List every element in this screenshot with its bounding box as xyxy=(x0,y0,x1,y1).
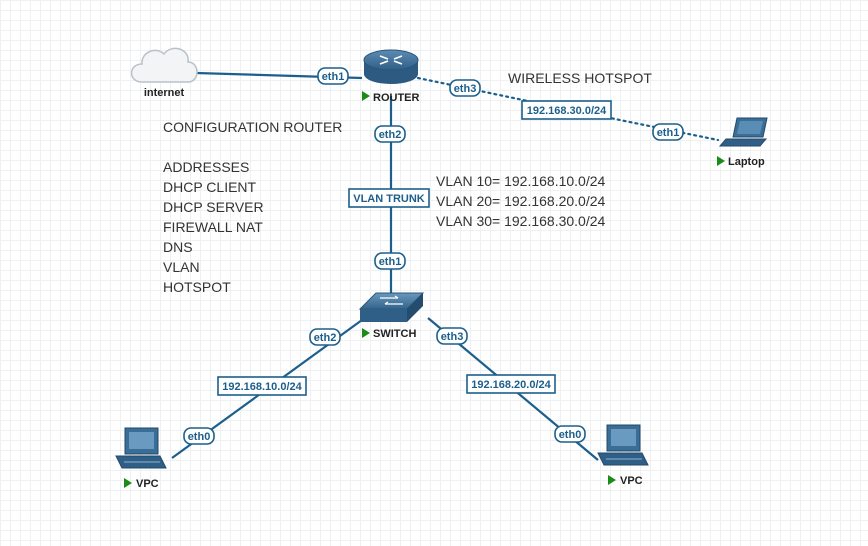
port-switch-eth3[interactable]: eth3 xyxy=(436,327,468,345)
desktop-computer-icon xyxy=(597,424,649,466)
vlan-line: VLAN 10= 192.168.10.0/24 xyxy=(436,173,606,189)
internet-label: internet xyxy=(144,87,185,99)
svg-text:eth2: eth2 xyxy=(379,129,402,141)
hotspot-title: WIRELESS HOTSPOT xyxy=(508,70,652,86)
config-title: CONFIGURATION ROUTER xyxy=(163,119,342,135)
svg-text:eth1: eth1 xyxy=(657,127,680,139)
cloud-icon xyxy=(130,47,198,83)
network-label-wireless[interactable]: 192.168.30.0/24 xyxy=(521,100,612,120)
vpc2-status-icon xyxy=(608,475,616,485)
network-label-vlan20[interactable]: 192.168.20.0/24 xyxy=(466,374,556,394)
svg-text:192.168.20.0/24: 192.168.20.0/24 xyxy=(471,379,551,391)
internet-node[interactable]: internet xyxy=(130,47,198,99)
vpc2-label: VPC xyxy=(620,475,643,487)
svg-text:192.168.10.0/24: 192.168.10.0/24 xyxy=(222,381,302,393)
svg-text:eth0: eth0 xyxy=(188,431,211,443)
svg-text:eth3: eth3 xyxy=(454,83,477,95)
port-vpc2-eth0[interactable]: eth0 xyxy=(554,425,586,443)
svg-text:eth2: eth2 xyxy=(314,332,337,344)
svg-text:VLAN TRUNK: VLAN TRUNK xyxy=(353,193,425,205)
switch-node[interactable]: SWITCH xyxy=(358,292,425,340)
router-status-icon xyxy=(362,91,370,101)
port-router-eth1[interactable]: eth1 xyxy=(317,67,349,85)
svg-text:eth1: eth1 xyxy=(322,71,345,83)
port-vpc1-eth0[interactable]: eth0 xyxy=(183,427,215,445)
vpc2-node[interactable]: VPC xyxy=(597,424,649,487)
config-item: HOTSPOT xyxy=(163,279,231,295)
svg-text:eth3: eth3 xyxy=(441,331,464,343)
laptop-icon xyxy=(718,117,768,147)
config-item: DHCP CLIENT xyxy=(163,179,257,195)
vpc1-node[interactable]: VPC xyxy=(115,427,167,490)
laptop-label: Laptop xyxy=(728,156,765,168)
laptop-status-icon xyxy=(717,156,725,166)
port-router-eth2[interactable]: eth2 xyxy=(374,125,406,143)
router-node[interactable]: ROUTER xyxy=(362,49,420,104)
svg-text:eth1: eth1 xyxy=(379,256,402,268)
vlan-line: VLAN 30= 192.168.30.0/24 xyxy=(436,213,606,229)
vlan-line: VLAN 20= 192.168.20.0/24 xyxy=(436,193,606,209)
config-item: DNS xyxy=(163,239,193,255)
port-switch-eth2[interactable]: eth2 xyxy=(309,328,341,346)
svg-text:eth0: eth0 xyxy=(559,429,582,441)
router-icon xyxy=(363,49,419,84)
vlan-list: VLAN 10= 192.168.10.0/24 VLAN 20= 192.16… xyxy=(436,173,606,229)
vpc1-label: VPC xyxy=(136,478,159,490)
config-item: ADDRESSES xyxy=(163,159,249,175)
switch-status-icon xyxy=(362,328,370,338)
port-router-eth3[interactable]: eth3 xyxy=(449,79,481,97)
config-item: FIREWALL NAT xyxy=(163,219,263,235)
svg-text:192.168.30.0/24: 192.168.30.0/24 xyxy=(527,105,607,117)
network-label-trunk[interactable]: VLAN TRUNK xyxy=(348,188,430,208)
config-item: DHCP SERVER xyxy=(163,199,264,215)
config-list: ADDRESSES DHCP CLIENT DHCP SERVER FIREWA… xyxy=(163,159,264,295)
switch-icon xyxy=(358,292,425,322)
vpc1-status-icon xyxy=(124,478,132,488)
router-label: ROUTER xyxy=(373,92,420,104)
config-item: VLAN xyxy=(163,259,200,275)
port-switch-eth1[interactable]: eth1 xyxy=(374,252,406,270)
switch-label: SWITCH xyxy=(373,328,416,340)
port-laptop-eth1[interactable]: eth1 xyxy=(652,123,684,141)
network-label-vlan10[interactable]: 192.168.10.0/24 xyxy=(217,376,307,396)
laptop-node[interactable]: Laptop xyxy=(717,117,768,168)
desktop-computer-icon xyxy=(115,427,167,469)
